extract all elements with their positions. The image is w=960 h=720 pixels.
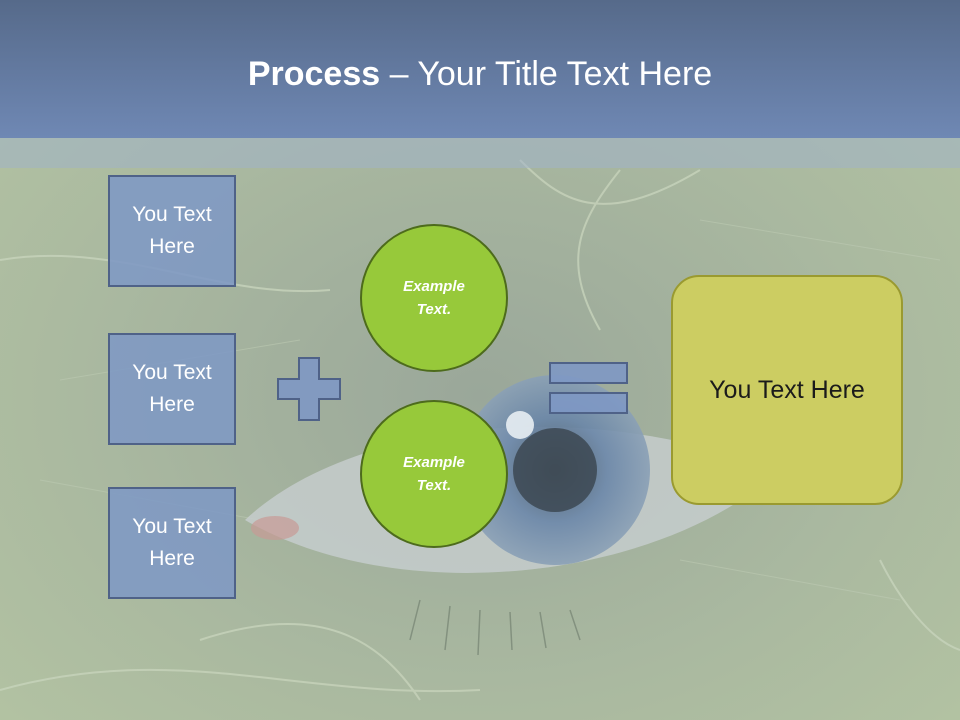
plus-icon bbox=[277, 357, 341, 421]
result-box-label: You Text Here bbox=[709, 375, 865, 404]
slide-title[interactable]: Process – Your Title Text Here bbox=[0, 52, 960, 96]
slide-title-bold: Process bbox=[247, 55, 381, 93]
text-box-1[interactable]: You Text Here bbox=[108, 175, 236, 287]
title-bar-strip bbox=[0, 138, 960, 168]
text-box-2[interactable]: You Text Here bbox=[108, 333, 236, 445]
equals-icon bbox=[549, 362, 628, 414]
circle-label: Example Text. bbox=[403, 278, 465, 318]
result-box[interactable]: You Text Here bbox=[671, 275, 903, 505]
text-box-label: You Text Here bbox=[132, 203, 212, 258]
circle-label: Example Text. bbox=[403, 454, 465, 494]
example-circle-2[interactable]: Example Text. bbox=[360, 400, 508, 548]
example-circle-1[interactable]: Example Text. bbox=[360, 224, 508, 372]
text-box-label: You Text Here bbox=[132, 515, 212, 570]
text-box-label: You Text Here bbox=[132, 361, 212, 416]
slide-title-rest: – Your Title Text Here bbox=[380, 55, 713, 93]
text-box-3[interactable]: You Text Here bbox=[108, 487, 236, 599]
title-bar bbox=[0, 0, 960, 138]
